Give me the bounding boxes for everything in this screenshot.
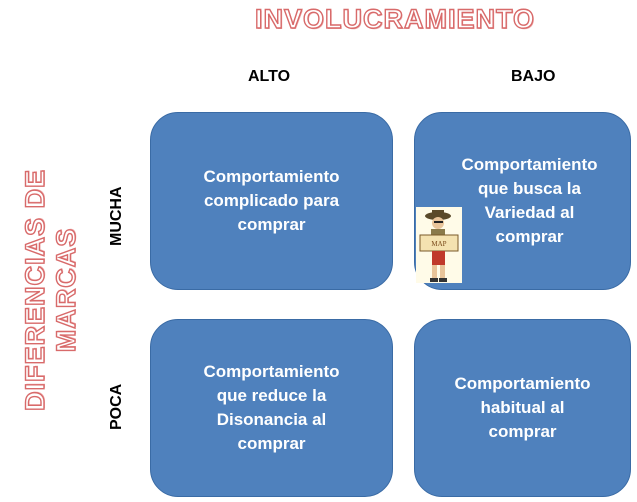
cell-mucha-alto: Comportamiento complicado para comprar — [150, 112, 393, 290]
map-sign-text: MAP — [431, 240, 446, 248]
row-label-mucha: MUCHA — [108, 186, 125, 246]
cell-poca-bajo-text: Comportamiento habitual al comprar — [454, 374, 591, 441]
cell-mucha-bajo-text: Comportamiento que busca la Variedad al … — [461, 155, 598, 246]
cell-mucha-alto-text: Comportamiento complicado para comprar — [203, 167, 340, 234]
cell-poca-alto-text: Comportamiento que reduce la Disonancia … — [203, 362, 340, 453]
column-label-bajo: BAJO — [511, 68, 556, 85]
involucramiento-title: INVOLUCRAMIENTO — [254, 3, 535, 34]
row-label-poca: POCA — [108, 383, 125, 430]
column-label-alto: ALTO — [248, 68, 291, 85]
cell-poca-alto: Comportamiento que reduce la Disonancia … — [150, 319, 393, 497]
diferencias-de-marcas-title: DIFERENCIAS DE MARCAS — [19, 168, 81, 412]
cell-poca-bajo: Comportamiento habitual al comprar — [414, 319, 631, 497]
explorer-with-map-icon: MAP — [416, 207, 462, 283]
